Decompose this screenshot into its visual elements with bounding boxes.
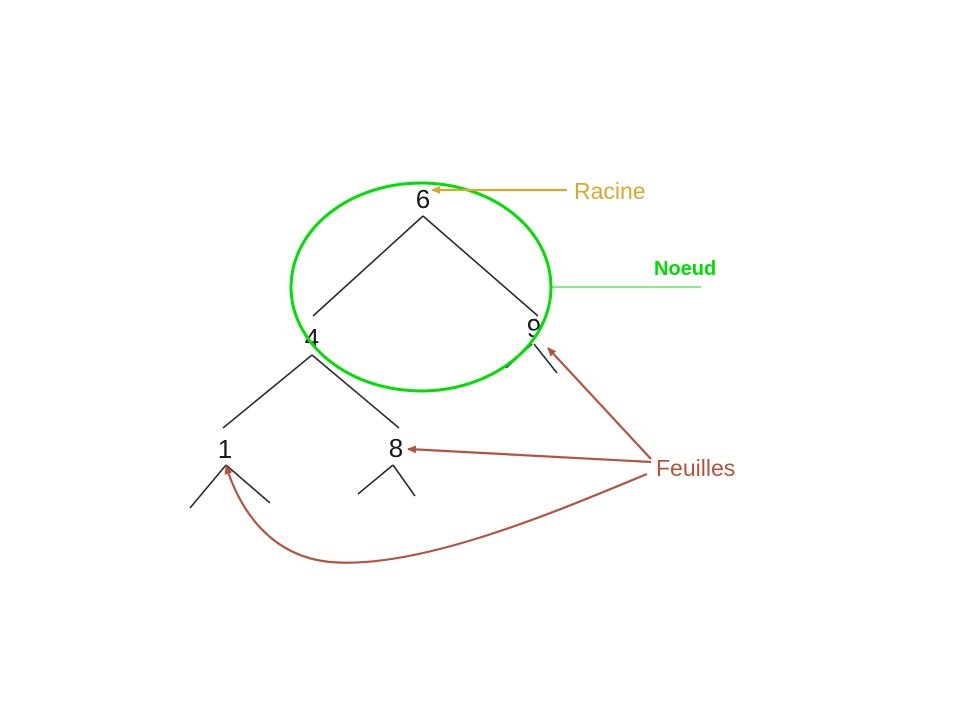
edge-1-stub-left (189, 464, 227, 509)
node-left: 4 (305, 323, 319, 353)
leaves-arrow-to-8 (407, 445, 652, 464)
edge-6-4 (312, 215, 424, 317)
node-annotation-label: Noeud (654, 258, 716, 280)
tree-nodes: 6 4 9 1 8 (218, 184, 541, 464)
edge-6-9 (422, 215, 539, 317)
leaves-arrow-to-9 (547, 347, 652, 460)
edge-8-stub-left (357, 464, 394, 495)
node-annotation: Noeud (289, 181, 716, 393)
leaves-annotation-label: Feuilles (656, 455, 735, 481)
leaves-annotation: Feuilles (224, 347, 735, 564)
edge-4-8 (311, 354, 400, 429)
node-left-left: 1 (218, 434, 232, 464)
root-annotation: Racine (431, 178, 646, 204)
edge-9-stub-right (533, 343, 558, 374)
tree-edges (189, 215, 558, 509)
edge-1-stub-right (225, 464, 271, 504)
edge-8-stub-right (392, 464, 416, 497)
node-highlight-ellipse (289, 181, 553, 393)
node-root: 6 (416, 184, 430, 214)
root-annotation-label: Racine (574, 178, 646, 204)
node-left-right: 8 (389, 433, 403, 463)
edge-4-1 (222, 354, 313, 429)
leaves-arrow-to-1 (224, 465, 648, 564)
